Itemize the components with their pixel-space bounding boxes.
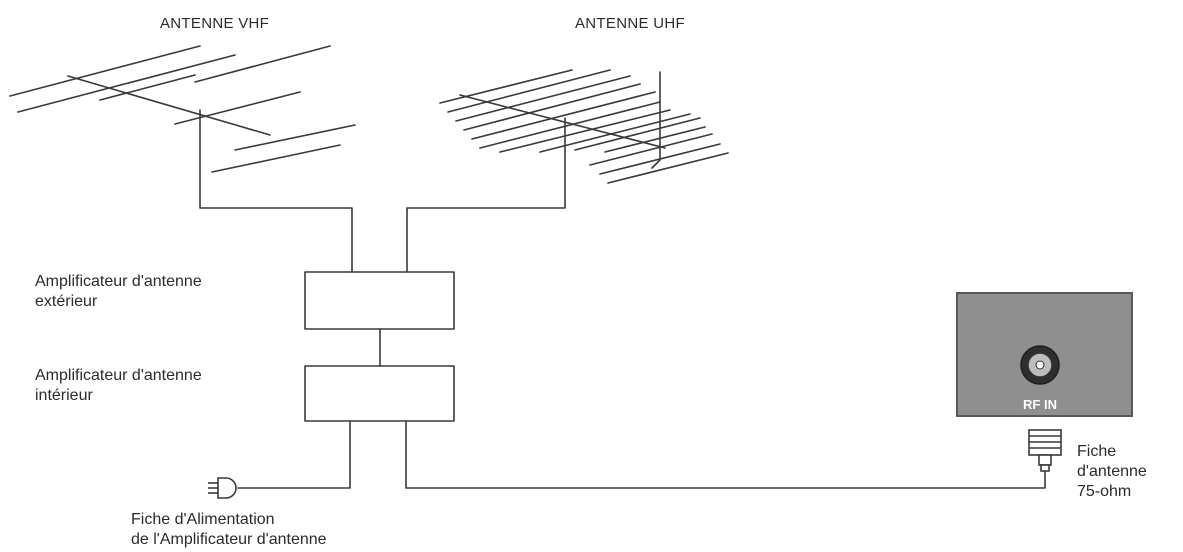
vhf-element bbox=[211, 144, 341, 173]
uhf-antenna-label: ANTENNE UHF bbox=[575, 15, 685, 32]
antenna-plug-label-line2: d'antenne bbox=[1077, 463, 1147, 480]
vhf-element bbox=[9, 45, 201, 97]
uhf-element bbox=[439, 69, 573, 104]
power-plug-icon bbox=[208, 477, 237, 499]
power-plug-label-line2: de l'Amplificateur d'antenne bbox=[131, 531, 327, 548]
vhf-antenna bbox=[9, 45, 356, 273]
uhf-element bbox=[604, 126, 706, 153]
outdoor-amplifier-box bbox=[304, 271, 455, 330]
vhf-element bbox=[99, 74, 196, 101]
outdoor-amplifier-label-line2: extérieur bbox=[35, 293, 98, 310]
vhf-boom bbox=[67, 75, 271, 136]
uhf-element bbox=[599, 143, 721, 175]
uhf-boom bbox=[459, 94, 666, 149]
indoor-amplifier-box bbox=[304, 365, 455, 422]
uhf-element bbox=[589, 133, 713, 166]
outdoor-amplifier-label-line1: Amplificateur d'antenne bbox=[35, 273, 202, 290]
vhf-element bbox=[234, 124, 356, 151]
antenna-plug-icon bbox=[1028, 429, 1062, 472]
vhf-element bbox=[174, 91, 301, 125]
antenna-plug-label-line1: Fiche bbox=[1077, 443, 1117, 460]
uhf-element bbox=[447, 69, 611, 113]
indoor-amplifier-label-line1: Amplificateur d'antenne bbox=[35, 367, 202, 384]
indoor-amplifier-label-line2: intérieur bbox=[35, 387, 93, 404]
antenna-plug-label-line3: 75-ohm bbox=[1077, 483, 1132, 500]
vhf-element bbox=[194, 45, 331, 83]
tv-rear-panel bbox=[956, 292, 1133, 417]
uhf-element bbox=[463, 83, 641, 131]
vhf-antenna-label: ANTENNE VHF bbox=[160, 15, 270, 32]
power-plug-label-line1: Fiche d'Alimentation bbox=[131, 511, 275, 528]
uhf-reflector-mast bbox=[651, 71, 661, 169]
antenna-cable bbox=[405, 420, 1046, 489]
power-cable bbox=[237, 420, 351, 489]
vhf-cable bbox=[199, 109, 353, 273]
uhf-element bbox=[455, 75, 631, 122]
uhf-element bbox=[471, 91, 656, 140]
uhf-element bbox=[607, 152, 729, 184]
rf-in-label: RF IN bbox=[1023, 397, 1057, 412]
uhf-element bbox=[479, 101, 661, 149]
uhf-antenna bbox=[406, 69, 729, 273]
uhf-element bbox=[499, 109, 671, 153]
uhf-element bbox=[574, 117, 701, 151]
uhf-cable bbox=[406, 117, 566, 273]
vhf-element bbox=[17, 54, 236, 113]
uhf-element bbox=[539, 113, 691, 153]
